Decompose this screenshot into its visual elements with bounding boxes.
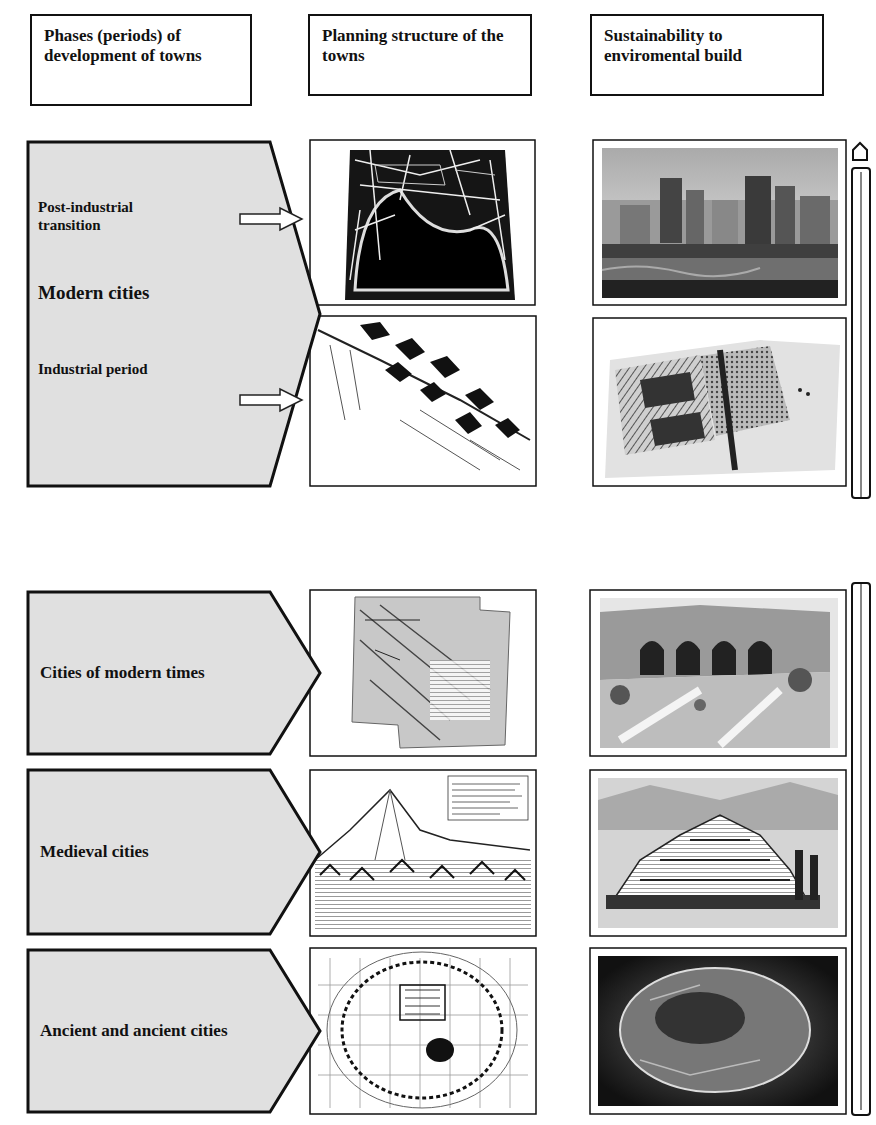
phase-arrow: Ancient and ancient cities (26, 948, 322, 1114)
phase-label-area: Cities of modern times (40, 590, 266, 756)
pentagon-outline (28, 592, 320, 754)
city-map (310, 140, 535, 305)
pentagon-outline (28, 950, 320, 1112)
phase-title: Ancient and ancient cities (40, 1021, 240, 1042)
header-text: Planning structure of the towns (322, 26, 518, 67)
pentagon-outline (28, 142, 320, 486)
header-text: Sustainability to enviromental build (604, 26, 810, 67)
phase-arrow: Post-industrial transitionModern citiesI… (26, 140, 322, 488)
pentagon-shape (26, 140, 322, 488)
phase-title: Modern cities (38, 282, 263, 305)
phase-subtitle: Industrial period (38, 360, 238, 378)
arcade-photo (590, 590, 846, 756)
pointer-arrow (240, 389, 302, 411)
fortress-engraving (590, 770, 846, 936)
industrial-plan (310, 316, 536, 486)
pointer-arrow (240, 208, 302, 230)
timeline-bar (852, 583, 870, 1115)
phase-title: Cities of modern times (40, 663, 240, 684)
old-map (310, 590, 536, 756)
town-engraving (310, 770, 536, 936)
aerial-photo (590, 948, 846, 1114)
pentagon-outline (28, 770, 320, 934)
phase-label-area: Ancient and ancient cities (40, 948, 266, 1114)
header-text: Phases (periods) of development of towns (44, 26, 238, 67)
phase-arrow: Cities of modern times (26, 590, 322, 756)
fort-plan (310, 948, 536, 1114)
roofs-photo (593, 318, 846, 486)
phase-subtitle: Post-industrial transition (38, 198, 198, 234)
header-box: Planning structure of the towns (308, 14, 532, 96)
header-box: Sustainability to enviromental build (590, 14, 824, 96)
phase-title: Medieval cities (40, 842, 240, 863)
header-box: Phases (periods) of development of towns (30, 14, 252, 106)
phase-arrow: Medieval cities (26, 768, 322, 936)
modern-city-photo (593, 140, 846, 305)
phase-label-area: Medieval cities (40, 768, 266, 936)
timeline-bar (852, 143, 870, 498)
